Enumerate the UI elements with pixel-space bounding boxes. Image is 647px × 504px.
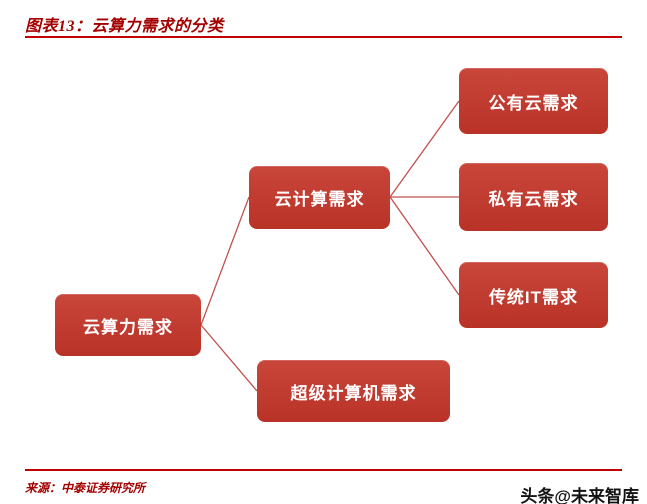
- source-attribution: 来源：中泰证券研究所: [25, 481, 146, 495]
- node-private-cloud-demand: 私有云需求: [459, 163, 608, 231]
- figure-title: 图表13：云算力需求的分类: [25, 18, 224, 35]
- title-divider-line: [25, 36, 622, 38]
- node-public-cloud-demand: 公有云需求: [459, 68, 608, 134]
- watermark-toutiao: 头条@未来智库: [520, 487, 639, 504]
- node-cloud-computing-power-demand: 云算力需求: [55, 294, 201, 356]
- node-supercomputer-demand: 超级计算机需求: [257, 360, 450, 422]
- node-cloud-computing-demand: 云计算需求: [249, 166, 390, 229]
- node-traditional-it-demand: 传统IT需求: [459, 262, 608, 328]
- footer-divider-line: [25, 469, 622, 471]
